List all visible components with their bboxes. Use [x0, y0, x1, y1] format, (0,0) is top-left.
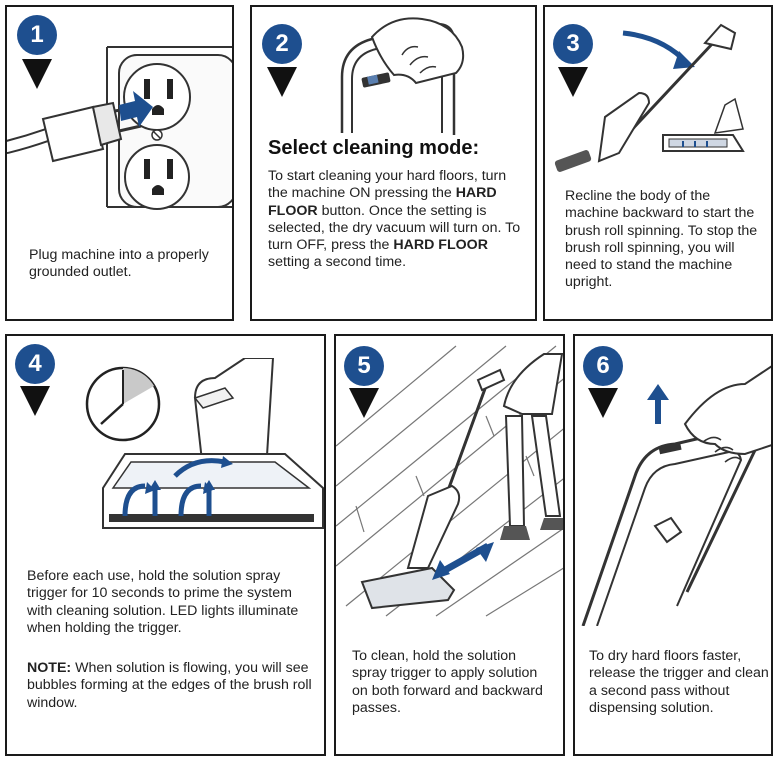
step-6-text: To dry hard floors faster, release the t… — [589, 648, 769, 716]
step-5-panel: 5 To clean, hold the solution spray trig… — [334, 334, 565, 756]
step-indicator-arrow — [267, 67, 297, 97]
step-2-text-part: button. Once the setting is selected, th… — [268, 202, 521, 254]
step-5-text: To clean, hold the solution spray trigge… — [352, 648, 543, 716]
brush-roll-prime-illustration — [102, 358, 324, 529]
note-label: NOTE: — [27, 660, 72, 676]
step-2-text-part: To start cleaning your hard floors, turn… — [268, 168, 507, 202]
step-indicator-arrow — [20, 386, 50, 416]
step-4-panel: 4 Before each use, hold the solution spr… — [5, 334, 326, 756]
step-indicator-arrow — [22, 59, 52, 89]
step-number-badge: 6 — [583, 346, 623, 386]
step-6-panel: 6 To dry hard floors faster, release the… — [573, 334, 773, 756]
step-1-text: Plug machine into a properly grounded ou… — [29, 247, 209, 281]
step-3-text: Recline the body of the machine backward… — [565, 188, 758, 291]
step-number-badge: 1 — [17, 15, 57, 55]
floor-cleaning-illustration — [336, 345, 563, 617]
release-trigger-illustration — [581, 365, 771, 626]
step-1-panel: 1 Plug machine into a properly grounded … — [5, 5, 234, 321]
step-4-note: NOTE: When solution is flowing, you will… — [27, 660, 317, 712]
step-indicator-arrow — [558, 67, 588, 97]
step-2-text-part: setting a second time. — [268, 254, 407, 271]
step-3-panel: 3 Recline the body of the machine backwa… — [543, 5, 773, 321]
step-number-badge: 5 — [344, 346, 384, 386]
step-2-heading: Select cleaning mode: — [268, 137, 480, 159]
step-2-text: To start cleaning your hard floors, turn… — [268, 168, 526, 272]
note-text: When solution is flowing, you will see b… — [27, 660, 312, 711]
hard-floor-label: HARD FLOOR — [393, 237, 488, 254]
step-4-text: Before each use, hold the solution spray… — [27, 568, 299, 636]
step-indicator-arrow — [588, 388, 618, 418]
outlet-plug-illustration — [7, 46, 232, 210]
handle-hard-floor-button-illustration — [340, 17, 465, 135]
hard-floor-label: HARD FLOOR — [268, 185, 497, 219]
step-number-badge: 2 — [262, 24, 302, 64]
recline-machine-illustration — [554, 23, 745, 172]
step-number-badge: 4 — [15, 344, 55, 384]
timer-clock-icon — [85, 366, 161, 442]
step-indicator-arrow — [349, 388, 379, 418]
step-2-panel: 2 Select cleaning mode: To start cleanin… — [250, 5, 537, 321]
step-number-badge: 3 — [553, 24, 593, 64]
